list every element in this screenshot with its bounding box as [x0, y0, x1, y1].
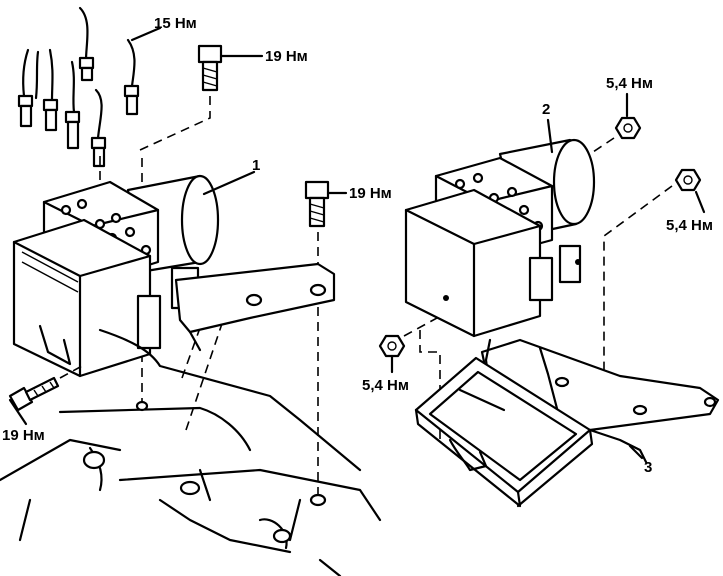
torque-label-nut-right: 5,4 Нм — [666, 217, 713, 234]
bolt-bracket — [304, 180, 348, 228]
torque-label-bolt-bracket: 19 Нм — [349, 185, 392, 202]
bolt-top — [197, 44, 264, 92]
torque-label-nut-left: 5,4 Нм — [362, 377, 409, 394]
torque-label-bolt-lower: 19 Нм — [2, 427, 45, 444]
torque-label-nut-top-right: 5,4 Нм — [606, 75, 653, 92]
torque-label-bolt-top: 19 Нм — [265, 48, 308, 65]
abs-modulator-unit-2 — [404, 138, 596, 338]
callout-number-2: 2 — [542, 101, 551, 118]
brake-lines — [17, 6, 140, 168]
callout-number-1: 1 — [252, 157, 261, 174]
mounting-tray — [414, 356, 648, 508]
nut-left — [378, 334, 406, 374]
vehicle-chassis — [0, 328, 382, 576]
bolt-lower — [8, 376, 60, 412]
torque-label-brake-lines: 15 Нм — [154, 15, 197, 32]
brake-line-fitting — [17, 56, 140, 168]
nut-top-right — [614, 92, 642, 140]
callout-number-3: 3 — [644, 459, 653, 476]
nut-right — [674, 168, 706, 214]
mounting-bracket-left — [174, 262, 336, 352]
abs-modulator-unit-1 — [12, 174, 220, 378]
